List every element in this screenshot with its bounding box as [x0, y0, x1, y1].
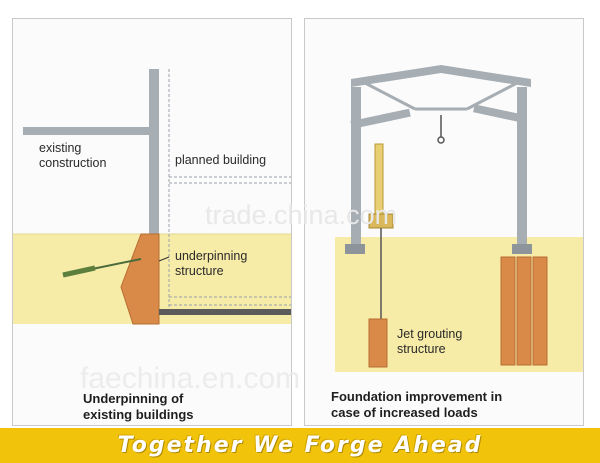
- foundation-base: [159, 309, 291, 315]
- jet-grout-column: [368, 318, 388, 368]
- pile-1: [500, 256, 516, 366]
- right-column: [517, 87, 527, 247]
- pile-2: [516, 256, 532, 366]
- left-caption: Underpinning of existing buildings: [83, 391, 194, 422]
- underpinning-drawing: [13, 69, 291, 325]
- existing-wall: [149, 69, 159, 244]
- left-column: [351, 87, 361, 247]
- roof-truss: [351, 65, 531, 87]
- existing-construction-label: existing construction: [39, 141, 107, 170]
- underpinning-structure-label: underpinning structure: [175, 249, 248, 278]
- slogan-banner: Together We Forge Ahead: [0, 428, 600, 463]
- watermark-bottom: faechina.en.com: [80, 362, 301, 395]
- jet-grouting-drawing: [335, 65, 583, 372]
- foundation-improvement-panel: Jet grouting structure Foundation improv…: [304, 18, 584, 426]
- slogan-text: Together We Forge Ahead: [117, 433, 483, 458]
- right-caption: Foundation improvement in case of increa…: [331, 389, 503, 420]
- pile-3: [532, 256, 548, 366]
- watermark-center: trade.china.com: [205, 200, 398, 230]
- existing-floor-slab: [23, 127, 151, 135]
- underpinning-block: [120, 233, 160, 325]
- planned-building-label: planned building: [175, 153, 267, 167]
- underpinning-diagram-panel: existing construction planned building u…: [12, 18, 292, 426]
- jet-grouting-label: Jet grouting structure: [397, 327, 463, 356]
